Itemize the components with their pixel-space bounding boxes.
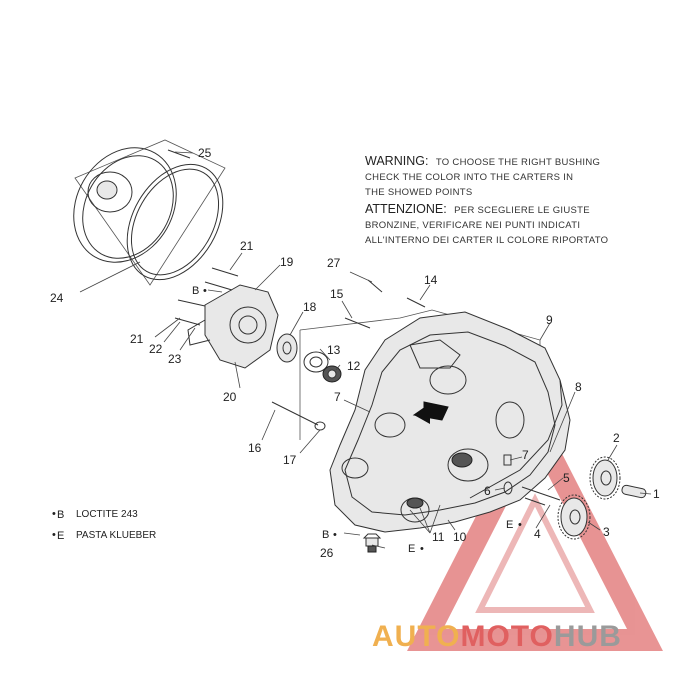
callout-3: 3 — [603, 525, 610, 539]
legend-drop-b: • — [52, 508, 56, 520]
screw-25 — [167, 149, 191, 159]
warning-note: WARNING: TO CHOOSE THE RIGHT BUSHING CHE… — [365, 152, 608, 246]
callout-14: 14 — [424, 273, 438, 287]
legend: • B LOCTITE 243 • E PASTA KLUEBER — [52, 508, 156, 542]
callout-11: 11 — [432, 530, 445, 544]
pump-screws — [174, 267, 239, 326]
marker-e-shaft: E — [506, 519, 513, 531]
warning-en: WARNING: TO CHOOSE THE RIGHT BUSHING — [365, 152, 600, 169]
bearing-12 — [322, 365, 342, 383]
cover-gasket — [126, 163, 224, 281]
warning-it: ATTENZIONE: PER SCEGLIERE LE GIUSTE — [365, 200, 590, 217]
marker-b-pump: B — [192, 285, 199, 297]
callout-6: 6 — [484, 484, 491, 498]
warning-en-line2: CHECK THE COLOR INTO THE CARTERS IN — [365, 172, 573, 183]
callout-9: 9 — [546, 313, 553, 327]
cover-group-frame — [74, 139, 226, 286]
legend-text-b: LOCTITE 243 — [76, 509, 138, 520]
gear-2 — [589, 456, 621, 500]
compound-markers: B • B • E • E • — [192, 285, 522, 555]
callout-4: 4 — [534, 527, 541, 541]
screw-27 — [367, 279, 383, 293]
gear-3 — [557, 494, 591, 540]
oil-seal-13 — [303, 351, 329, 373]
callout-24: 24 — [50, 291, 64, 305]
legend-text-e: PASTA KLUEBER — [76, 530, 156, 541]
legend-drop-e: • — [52, 529, 56, 541]
shaft-4 — [521, 486, 561, 506]
marker-drop-plug: • — [333, 529, 337, 541]
callout-7b: 7 — [522, 448, 529, 462]
crankcase-half — [329, 311, 571, 533]
callout-1: 1 — [653, 487, 660, 501]
warning-it-line3: ALL'INTERNO DEI CARTER IL COLORE RIPORTA… — [365, 235, 608, 246]
screw-14 — [406, 297, 426, 308]
callout-23: 23 — [168, 352, 182, 366]
callout-10: 10 — [453, 530, 467, 544]
pin-1 — [621, 484, 647, 499]
callout-labels: 1 2 3 4 5 6 7 7 8 9 10 11 12 13 14 15 16… — [50, 146, 660, 560]
callout-22: 22 — [149, 342, 163, 356]
watermark-auto: AUTOMOTOHUB — [372, 620, 622, 653]
legend-symbol-e: E — [57, 530, 64, 542]
callout-7a: 7 — [334, 390, 341, 404]
warning-en-line3: THE SHOWED POINTS — [365, 187, 473, 198]
clutch-cover — [73, 147, 177, 263]
callout-27: 27 — [327, 256, 341, 270]
marker-drop-pump: • — [203, 285, 207, 297]
callout-25: 25 — [198, 146, 212, 160]
stud-16 — [271, 401, 319, 426]
callout-5: 5 — [563, 471, 570, 485]
marker-e-case: E — [408, 543, 415, 555]
warning-it-line2: BRONZINE, VERIFICARE NEI PUNTI INDICATI — [365, 220, 580, 231]
callout-17: 17 — [283, 453, 297, 467]
indicator-arrow — [412, 401, 449, 424]
crankcase-gasket-8 — [469, 379, 563, 499]
callout-2: 2 — [613, 431, 620, 445]
callout-20: 20 — [223, 390, 237, 404]
callout-13: 13 — [327, 343, 341, 357]
callout-21b: 21 — [130, 332, 144, 346]
pump-impeller-18 — [276, 333, 298, 363]
drain-plug-26 — [362, 533, 382, 553]
marker-b-plug: B — [322, 529, 329, 541]
callout-19: 19 — [280, 255, 294, 269]
dowel-17 — [314, 421, 326, 431]
callout-26: 26 — [320, 546, 334, 560]
callout-15: 15 — [330, 287, 344, 301]
callout-18: 18 — [303, 300, 317, 314]
screw-15 — [344, 317, 371, 329]
callout-16: 16 — [248, 441, 262, 455]
watermark-logo-triangle — [407, 400, 663, 651]
callout-21a: 21 — [240, 239, 254, 253]
dowel-7b — [503, 454, 512, 466]
callout-12: 12 — [347, 359, 361, 373]
marker-drop-shaft: • — [518, 519, 522, 531]
legend-symbol-b: B — [57, 509, 64, 521]
marker-drop-case: • — [420, 543, 424, 555]
callout-8: 8 — [575, 380, 582, 394]
watermark-text: AUTOMOTOHUB — [372, 620, 622, 653]
leader-lines — [79, 151, 652, 549]
water-pump-body — [187, 284, 279, 369]
